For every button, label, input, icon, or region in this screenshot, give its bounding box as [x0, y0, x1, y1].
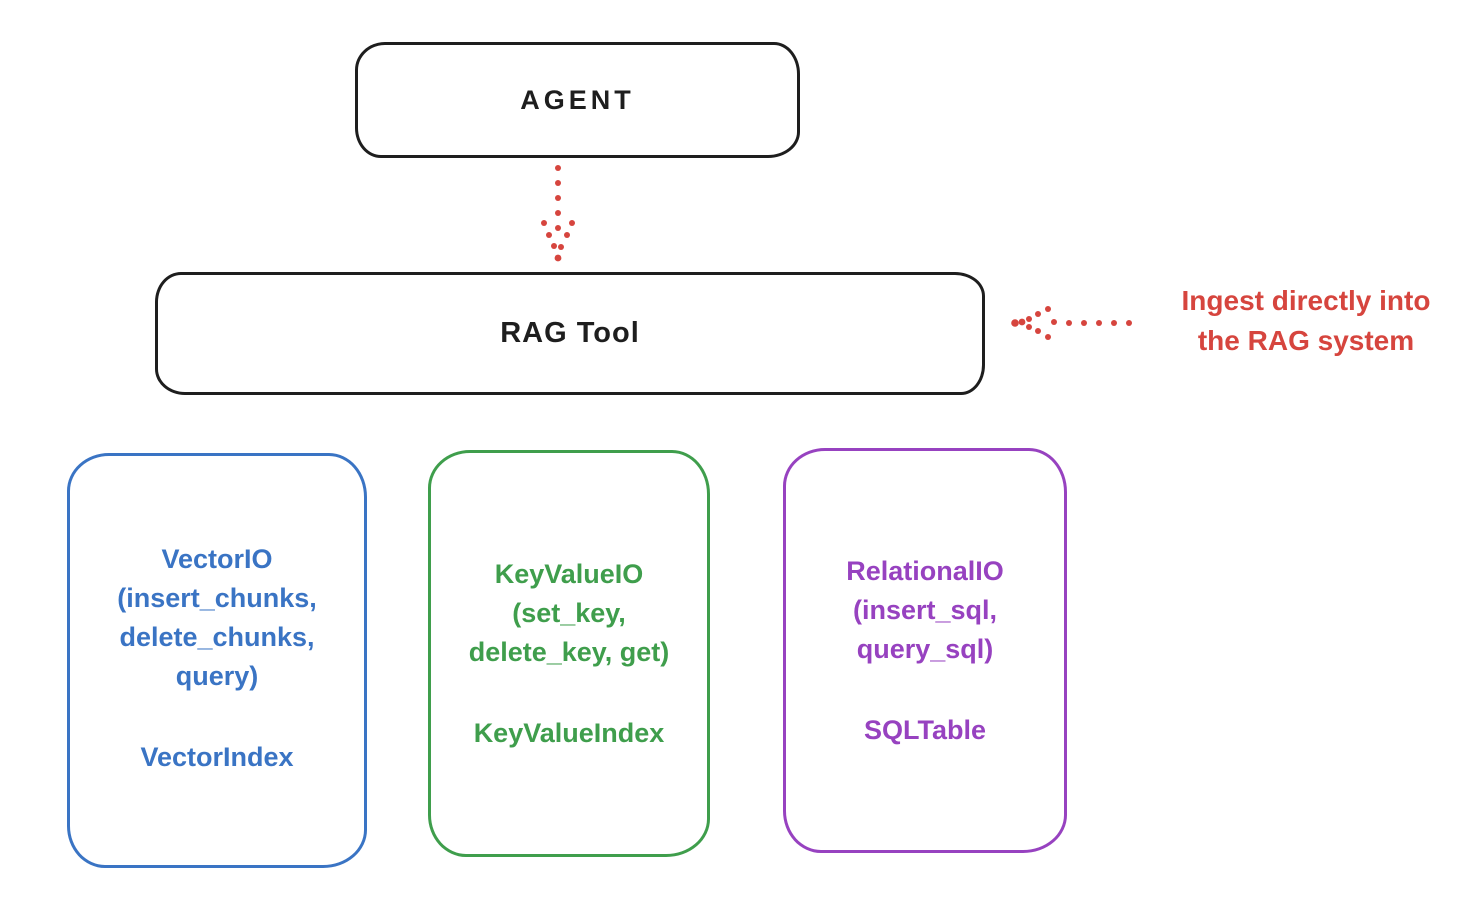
ingest-annotation-line1: Ingest directly into	[1181, 285, 1431, 316]
arrow-left-icon	[1011, 306, 1132, 340]
keyvalue-io-label-line: KeyValueIO	[494, 559, 644, 589]
keyvalue-index-label: KeyValueIndex	[473, 718, 665, 748]
ingest-annotation: Ingest directly into the RAG system	[1138, 281, 1474, 361]
arrow-down-icon	[541, 165, 575, 262]
relational-io-label-line: query_sql)	[856, 634, 994, 664]
keyvalue-io-node: KeyValueIO (set_key, delete_key, get) Ke…	[428, 450, 710, 857]
vector-io-label-line: query)	[175, 661, 259, 691]
rag-tool-node: RAG Tool	[155, 272, 985, 395]
vector-io-node: VectorIO (insert_chunks, delete_chunks, …	[67, 453, 367, 868]
agent-node-label: AGENT	[520, 84, 635, 115]
relational-io-node: RelationalIO (insert_sql, query_sql) SQL…	[783, 448, 1067, 853]
vector-io-label-line: delete_chunks,	[119, 622, 315, 652]
relational-io-label-line: (insert_sql,	[852, 595, 998, 625]
ingest-annotation-line2: the RAG system	[1197, 325, 1415, 356]
keyvalue-io-label-line: (set_key,	[512, 598, 626, 628]
rag-tool-node-label: RAG Tool	[500, 317, 640, 349]
agent-node: AGENT	[355, 42, 800, 158]
relational-io-label-line: RelationalIO	[846, 556, 1004, 586]
vector-index-label: VectorIndex	[140, 742, 294, 772]
sql-table-label: SQLTable	[863, 715, 986, 745]
vector-io-label-line: VectorIO	[161, 544, 273, 574]
vector-io-label-line: (insert_chunks,	[117, 583, 317, 613]
keyvalue-io-label-line: delete_key, get)	[468, 637, 670, 667]
